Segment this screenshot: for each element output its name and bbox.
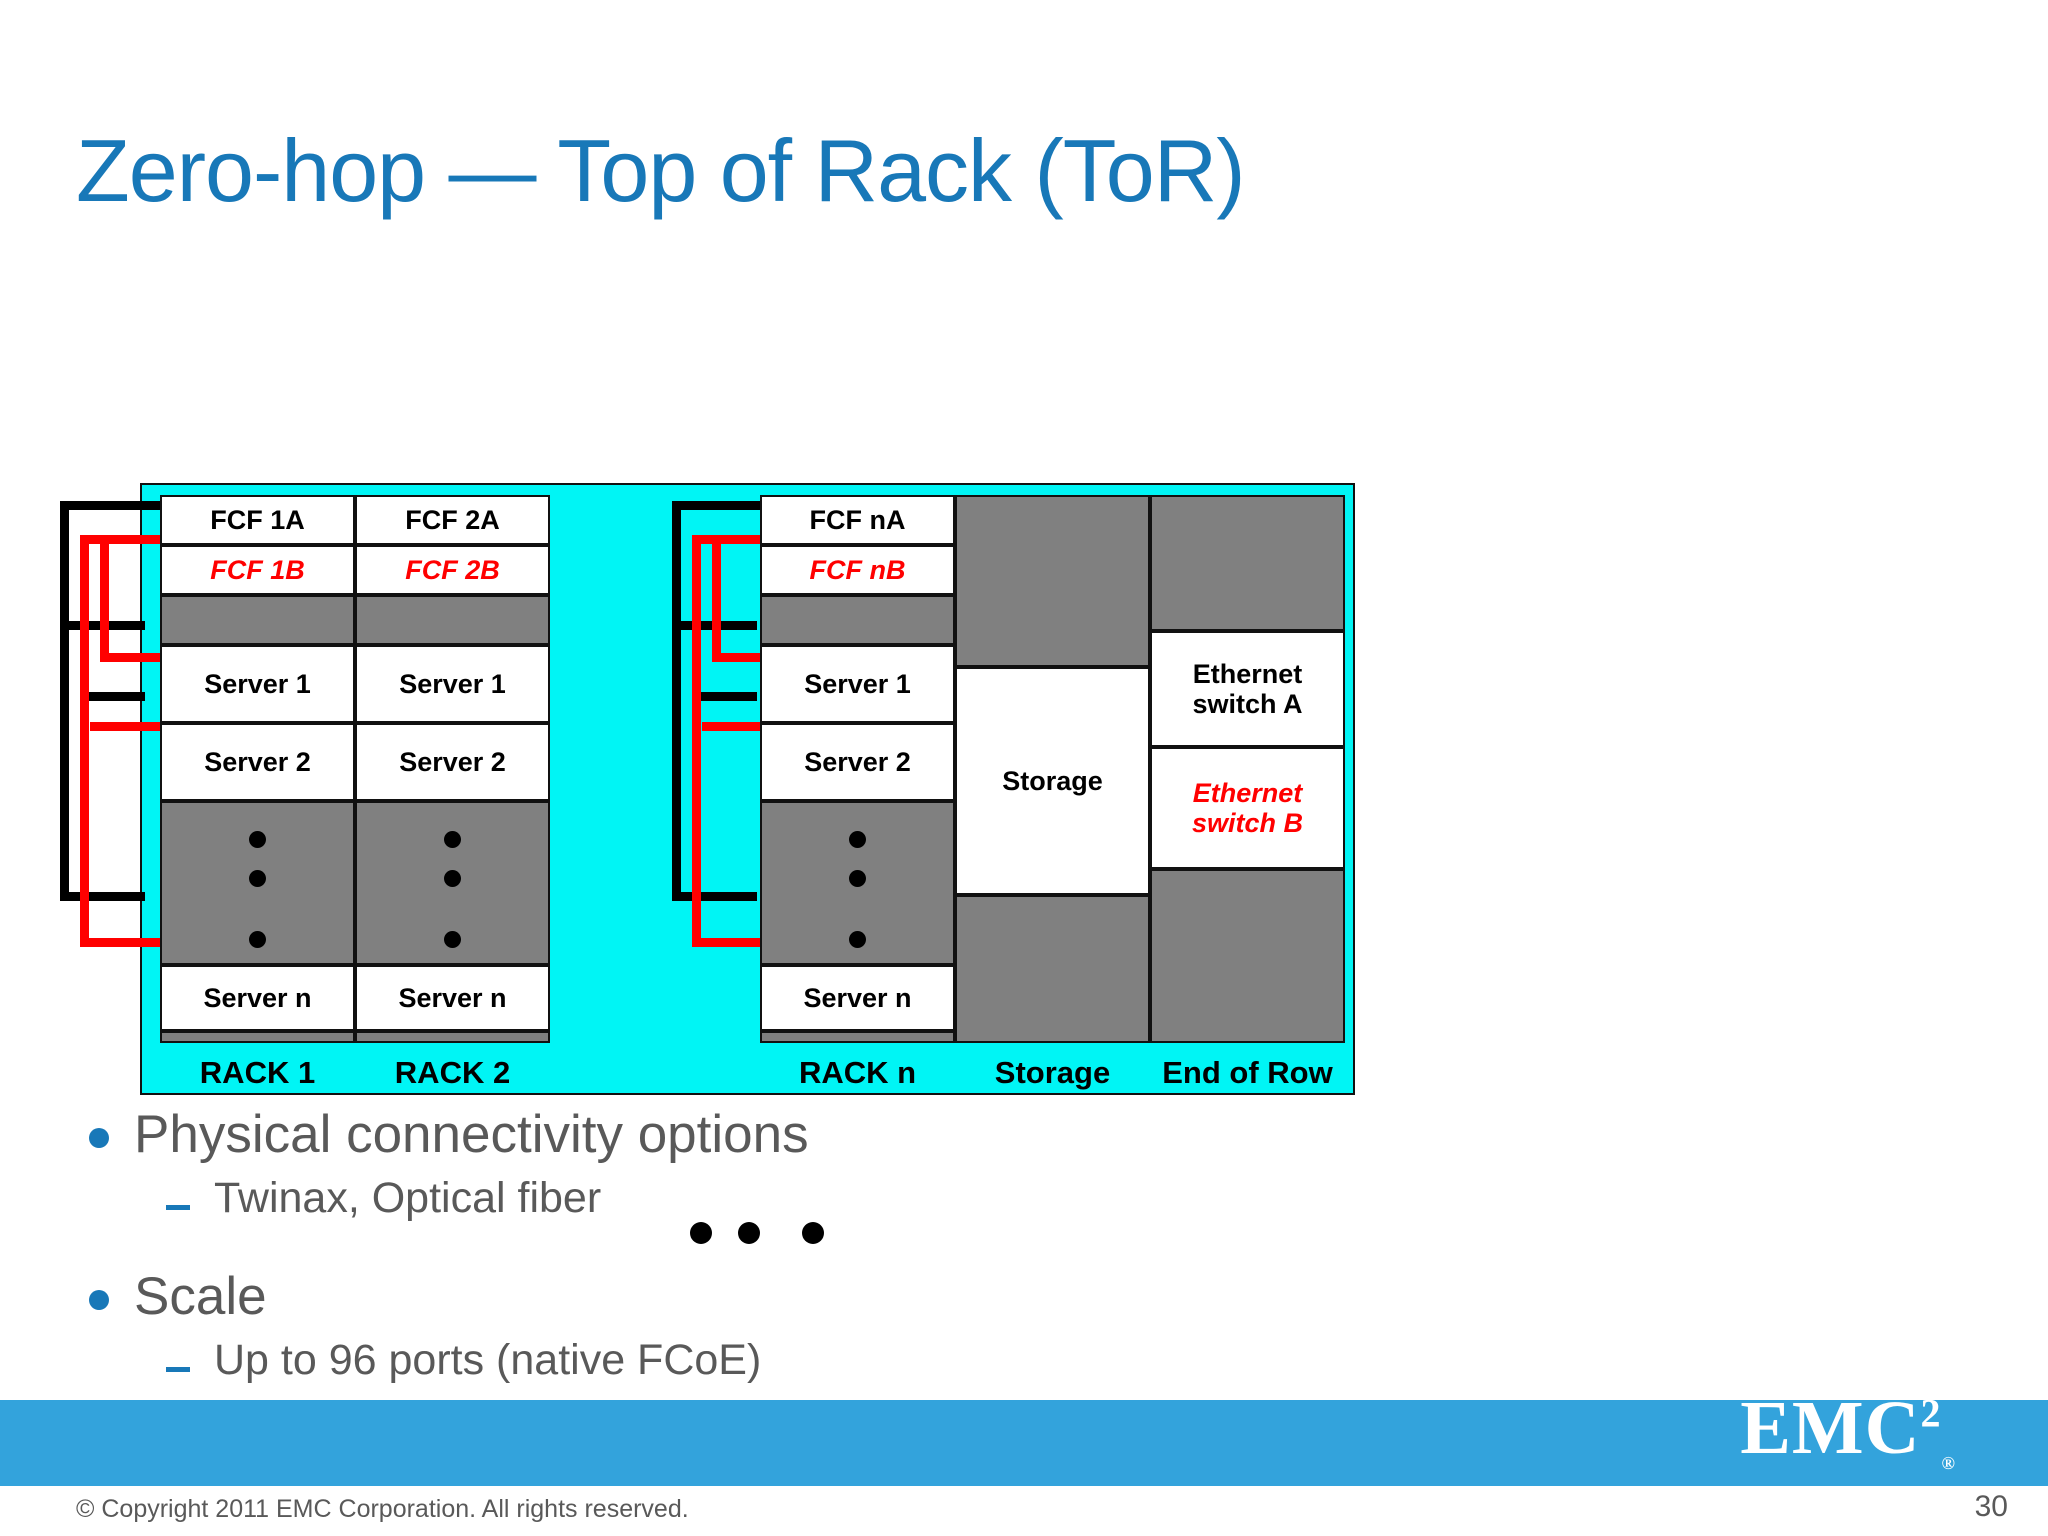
unit-fcf-1b[interactable]: FCF 1B (160, 545, 355, 595)
footer-bar (0, 1400, 2048, 1486)
eor-filler-bottom (1150, 869, 1345, 1043)
ethernet-switch-b-line2: switch B (1191, 808, 1304, 838)
subbullet-text: Twinax, Optical fiber (214, 1174, 602, 1222)
bullet-item-scale: Scale (76, 1266, 1476, 1330)
storage-filler-bottom (955, 895, 1150, 1043)
unit-base-r2 (355, 1031, 550, 1043)
subbullet-text: Up to 96 ports (native FCoE) (214, 1336, 762, 1384)
cable-red-bn-srv1 (712, 653, 772, 662)
unit-server-ellipsis-rn (760, 801, 955, 965)
unit-blank-2 (355, 595, 550, 645)
unit-server-ellipsis-r2 (355, 801, 550, 965)
unit-server-2-rn[interactable]: Server 2 (760, 723, 955, 801)
page-number: 30 (1974, 1490, 2008, 1523)
unit-server-ellipsis-r1 (160, 801, 355, 965)
unit-fcf-2b[interactable]: FCF 2B (355, 545, 550, 595)
emc-logo-text: EMC (1740, 1385, 1921, 1470)
eor-filler-top (1150, 495, 1345, 631)
bullet-dash-icon (166, 1205, 190, 1210)
storage-label: Storage (994, 1055, 1111, 1090)
unit-server-1-r1[interactable]: Server 1 (160, 645, 355, 723)
rack-grid: FCF 1A FCF 1B Server 1 Server 2 Server n… (160, 495, 1347, 1090)
unit-fcf-nb[interactable]: FCF nB (760, 545, 955, 595)
unit-server-n-r1[interactable]: Server n (160, 965, 355, 1031)
bullet-item-physical-connectivity: Physical connectivity options (76, 1104, 1476, 1168)
unit-server-n-r2[interactable]: Server n (355, 965, 550, 1031)
storage-column: Storage (955, 495, 1150, 1043)
unit-base-rn (760, 1031, 955, 1043)
subbullet-item-ports: Up to 96 ports (native FCoE) (76, 1336, 1476, 1392)
cable-black-a1-srv2 (80, 692, 145, 701)
tor-topology-diagram: FCF 1A FCF 1B Server 1 Server 2 Server n… (60, 483, 1355, 1244)
cable-red-b1-srvn (80, 938, 160, 947)
unit-server-2-r1[interactable]: Server 2 (160, 723, 355, 801)
unit-fcf-1a[interactable]: FCF 1A (160, 495, 355, 545)
unit-fcf-2a[interactable]: FCF 2A (355, 495, 550, 545)
cable-black-a1-top (60, 501, 160, 510)
rack-column-2: FCF 2A FCF 2B Server 1 Server 2 Server n (355, 495, 550, 1043)
bullet-text: Scale (134, 1267, 267, 1326)
cable-black-a1-vert (60, 501, 69, 901)
cable-red-bn-srv2 (702, 722, 772, 731)
rack-column-1: FCF 1A FCF 1B Server 1 Server 2 Server n (160, 495, 355, 1043)
rack-label-1: RACK 1 (199, 1055, 316, 1090)
ethernet-switch-b-line1: Ethernet (1192, 777, 1303, 808)
unit-server-1-r2[interactable]: Server 1 (355, 645, 550, 723)
storage-filler-top (955, 495, 1150, 667)
emc-logo-superscript: 2 (1920, 1390, 1942, 1436)
end-of-row-column: Ethernet switch A Ethernet switch B (1150, 495, 1345, 1043)
unit-fcf-na[interactable]: FCF nA (760, 495, 955, 545)
cable-red-bn-mid-vert (712, 543, 721, 661)
unit-blank-n (760, 595, 955, 645)
rack-column-n: FCF nA FCF nB Server 1 Server 2 Server n (760, 495, 955, 1043)
unit-server-1-rn[interactable]: Server 1 (760, 645, 955, 723)
storage-unit[interactable]: Storage (955, 667, 1150, 895)
cable-red-b1-mid-vert (100, 543, 109, 661)
bullet-dot-icon (89, 1290, 109, 1310)
bullet-list: Physical connectivity options Twinax, Op… (76, 1104, 1476, 1402)
unit-server-2-r2[interactable]: Server 2 (355, 723, 550, 801)
unit-server-n-rn[interactable]: Server n (760, 965, 955, 1031)
bullet-dot-icon (89, 1128, 109, 1148)
cable-red-bn-srvn (692, 938, 772, 947)
cable-red-b1-vert (80, 535, 89, 947)
cable-black-an-top (672, 501, 772, 510)
cable-red-b1-srv1 (100, 653, 160, 662)
end-of-row-label: End of Row (1162, 1055, 1333, 1090)
cable-red-b1-top (80, 535, 160, 544)
vertical-ellipsis-icon (849, 831, 867, 948)
subbullet-item-twinax: Twinax, Optical fiber (76, 1174, 1476, 1230)
vertical-ellipsis-icon (249, 831, 267, 948)
ethernet-switch-a-line2: switch A (1192, 689, 1303, 719)
vertical-ellipsis-icon (444, 831, 462, 948)
cable-black-an-srvn (672, 892, 757, 901)
ethernet-switch-a-line1: Ethernet (1192, 658, 1303, 689)
rack-label-2: RACK 2 (394, 1055, 511, 1090)
emc-logo: EMC2® (1740, 1390, 1956, 1472)
ethernet-switch-b-unit[interactable]: Ethernet switch B (1150, 747, 1345, 869)
bullet-text: Physical connectivity options (134, 1105, 809, 1164)
rack-label-n: RACK n (798, 1055, 917, 1090)
unit-blank-1 (160, 595, 355, 645)
cable-black-a1-srvn (60, 892, 145, 901)
bullet-dash-icon (166, 1367, 190, 1372)
cable-black-an-srv2 (692, 692, 757, 701)
ethernet-switch-a-unit[interactable]: Ethernet switch A (1150, 631, 1345, 747)
copyright-text: © Copyright 2011 EMC Corporation. All ri… (76, 1495, 689, 1523)
cable-black-an-vert (672, 501, 681, 901)
cable-red-bn-vert (692, 535, 701, 947)
emc-logo-registered-icon: ® (1941, 1453, 1956, 1473)
page-title: Zero-hop — Top of Rack (ToR) (76, 121, 1246, 220)
cable-red-b1-srv2 (90, 722, 160, 731)
horizontal-ellipsis-icon (690, 1222, 824, 1246)
unit-base-r1 (160, 1031, 355, 1043)
cable-red-bn-top (692, 535, 772, 544)
